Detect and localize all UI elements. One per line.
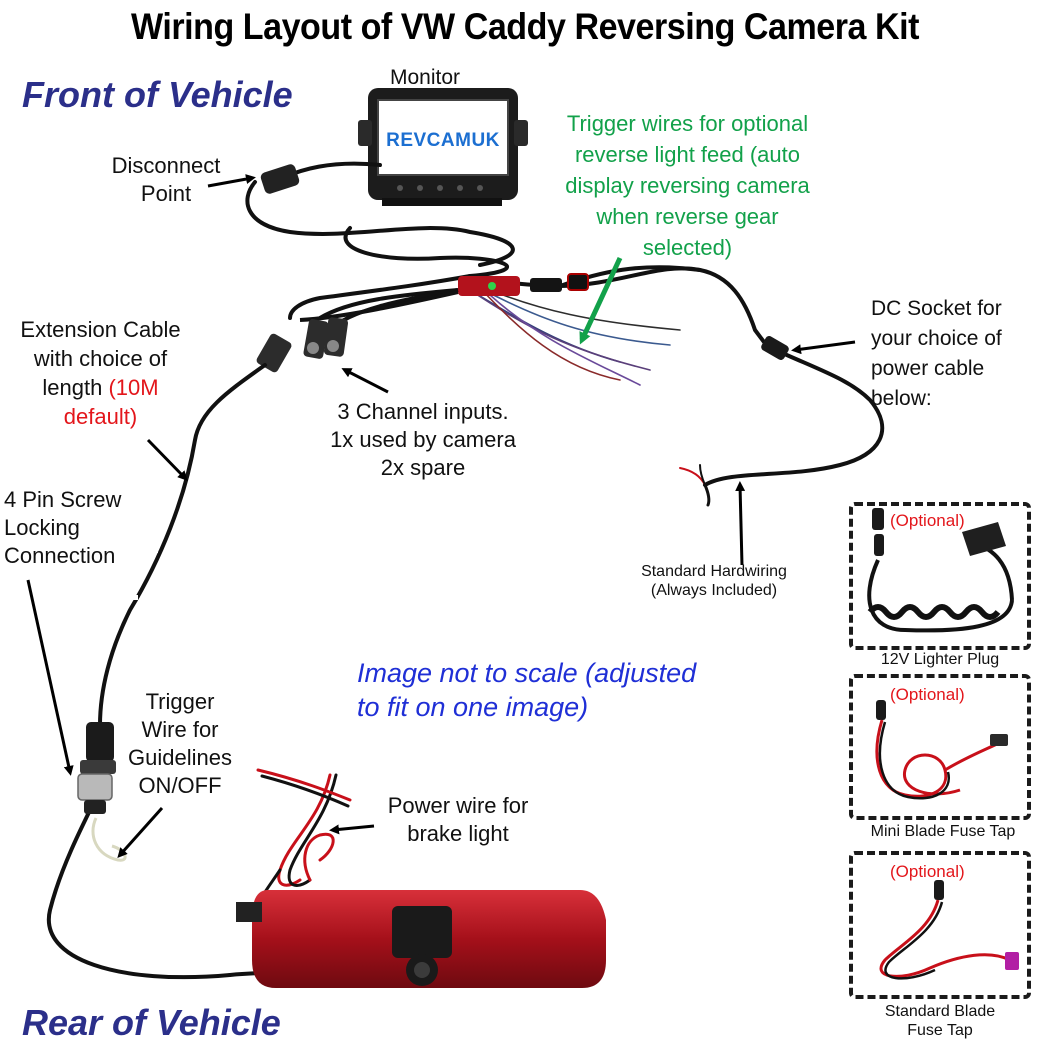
extension-cable-markers [128, 548, 158, 600]
brake-power-wire [256, 768, 352, 907]
extension-cable-label: Extension Cable with choice of length (1… [20, 317, 181, 429]
option-tag-standard-fuse: (Optional) [890, 862, 965, 881]
diagram-title: Wiring Layout of VW Caddy Reversing Came… [130, 6, 920, 47]
front-of-vehicle-label: Front of Vehicle [22, 74, 293, 115]
dc-socket [761, 336, 789, 360]
rear-of-vehicle-label: Rear of Vehicle [22, 1002, 281, 1043]
harness-led [488, 282, 496, 290]
option-box-mini-fuse [849, 674, 1031, 820]
option-box-lighter [849, 502, 1031, 650]
fuse-holder-cap [567, 273, 589, 291]
monitor-brand-logo: REVCAMUK [386, 130, 500, 151]
hardwiring-pigtail [679, 464, 711, 507]
trigger-wires [469, 287, 681, 386]
trigger-arrow [579, 256, 623, 345]
standard-fuse-tap-drawing [879, 880, 1019, 980]
fuse-holder [530, 278, 562, 292]
disconnect-connector [260, 164, 300, 194]
annotation-arrows [26, 174, 856, 858]
monitor-cable [245, 161, 885, 487]
mini-fuse-tap-drawing [875, 700, 1008, 800]
lighter-plug-drawing [867, 508, 1014, 633]
four-pin-connector [77, 722, 116, 814]
option-caption-mini-fuse: Mini Blade Fuse Tap [870, 823, 1016, 840]
channel-input-connectors [256, 288, 459, 373]
hardwiring-label: Standard Hardwiring(Always Included) [641, 563, 787, 599]
brake-light-camera [236, 890, 606, 988]
option-tag-mini-fuse: (Optional) [890, 685, 965, 704]
option-caption-lighter: 12V Lighter Plug [880, 651, 1000, 668]
option-tag-lighter: (Optional) [890, 511, 965, 530]
monitor-label: Monitor [390, 66, 461, 89]
monitor-unit [358, 88, 528, 206]
option-box-standard-fuse [849, 851, 1031, 999]
